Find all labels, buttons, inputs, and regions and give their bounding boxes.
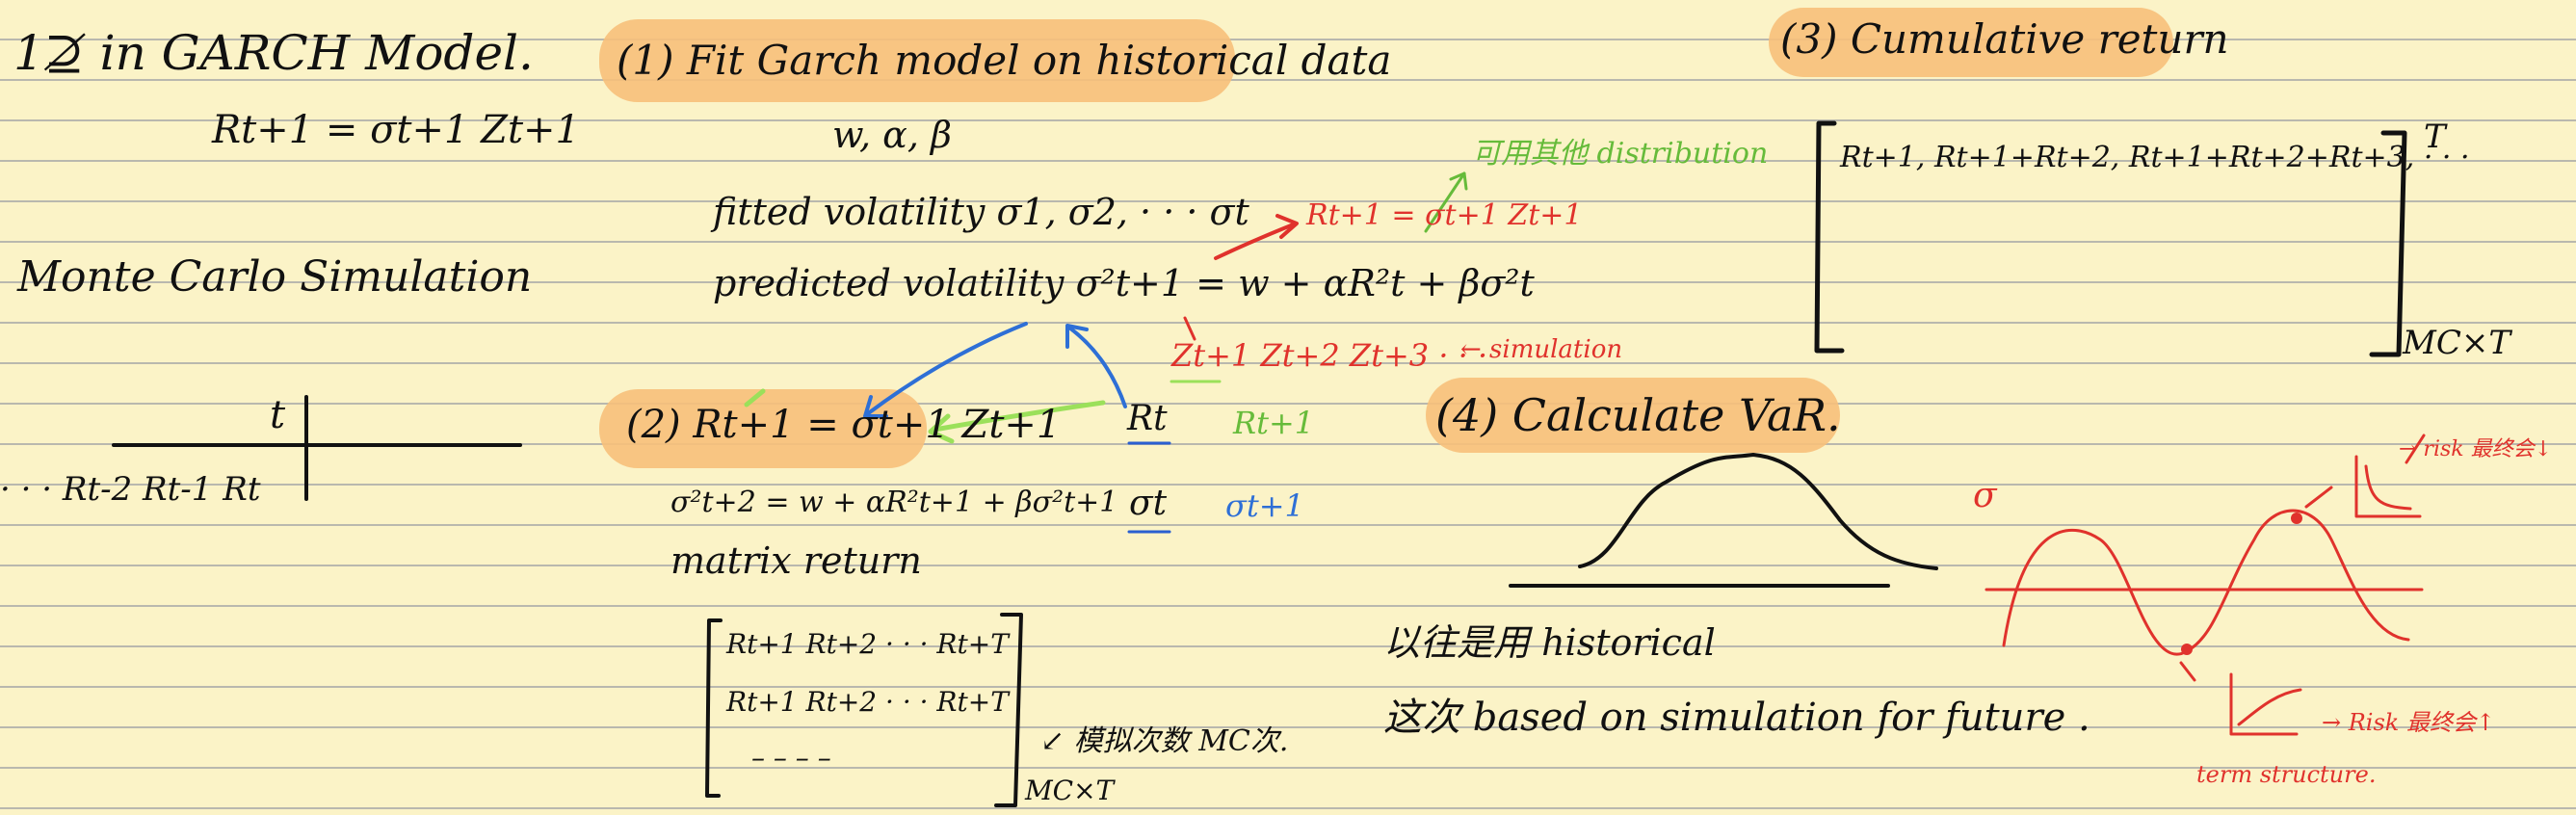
arrow-down-right xyxy=(2179,661,2196,682)
historical-note: 以往是用 historical xyxy=(1383,621,1716,664)
var-bell-curve xyxy=(1578,453,1938,570)
green-check xyxy=(1424,171,1466,233)
monte-carlo-label: Monte Carlo Simulation xyxy=(17,252,533,302)
green-arrow-head xyxy=(928,413,955,444)
green-arrow xyxy=(932,400,1106,433)
step3-highlight xyxy=(1769,8,2173,77)
blue-arrow-2 xyxy=(1067,326,1127,408)
page-title: 1⊉ in GARCH Model. xyxy=(13,25,534,81)
matrix-row-2: Rt+1 Rt+2 · · · Rt+T xyxy=(726,686,1009,718)
sigt1-label: σt+1 xyxy=(1225,487,1304,524)
step2-heading: (2) Rt+1 = σt+1 Zt+1 xyxy=(626,403,1062,447)
matrix-row-3: – – – – xyxy=(751,742,831,774)
green-mark xyxy=(744,388,766,408)
rt-label: Rt xyxy=(1127,399,1168,438)
cum-bracket-left xyxy=(1814,120,1845,354)
cum-bracket-right xyxy=(2369,130,2407,357)
simulation-note: ← simulation xyxy=(1460,335,1623,364)
garch-params: w, α, β xyxy=(832,114,952,156)
other-distribution-note: 可用其他 distribution xyxy=(1472,137,1769,171)
matrix-bracket-left xyxy=(705,618,723,798)
mini-axes-top xyxy=(2354,455,2422,518)
sigma-recursion: σ²t+2 = w + αR²t+1 + βσ²t+1 xyxy=(670,486,1118,519)
step4-highlight xyxy=(1426,378,1840,453)
sine-curve xyxy=(2002,509,2410,656)
matrix-dim-label: MC×T xyxy=(1025,775,1115,806)
step1-highlight xyxy=(599,19,1235,102)
step4-heading: (4) Calculate VaR. xyxy=(1435,389,1841,441)
sine-point-top xyxy=(2291,513,2302,524)
risk-down-note: → risk 最终会↓ xyxy=(2399,437,2553,461)
blue-arrow-1-head xyxy=(863,395,888,418)
cumulative-t-mark: T xyxy=(2424,118,2446,156)
step2-highlight xyxy=(599,389,927,468)
rt1-label: Rt+1 xyxy=(1233,405,1315,441)
sigt-label: σt xyxy=(1129,484,1168,523)
arrow-up-right xyxy=(2304,486,2333,509)
matrix-row-1: Rt+1 Rt+2 · · · Rt+T xyxy=(726,628,1009,660)
step1-heading: (1) Fit Garch model on historical data xyxy=(617,37,1392,84)
mini-axes-bottom xyxy=(2229,672,2299,736)
predicted-volatility: predicted volatility σ²t+1 = w + αR²t + … xyxy=(713,262,1535,304)
mini-curve-top xyxy=(2364,464,2412,511)
timeline-t-label: t xyxy=(270,393,286,437)
blue-arrow-1 xyxy=(865,322,1028,416)
timeline-labels: · · · Rt-2 Rt-1 Rt xyxy=(0,470,261,509)
matrix-bracket-right xyxy=(994,613,1023,807)
red-arrow-2 xyxy=(1183,316,1196,341)
blue-arrow-2-head xyxy=(1065,324,1089,349)
fitted-volatility: fitted volatility σ1, σ2, · · · σt xyxy=(713,191,1249,233)
red-arrow-1 xyxy=(1214,222,1298,260)
green-check-head xyxy=(1449,171,1468,191)
cumulative-dim: MC×T xyxy=(2403,324,2510,362)
red-arrow-1-head xyxy=(1275,214,1299,239)
mini-curve-bottom xyxy=(2237,688,2302,726)
term-structure-label: term structure. xyxy=(2196,761,2377,788)
cumulative-row: Rt+1, Rt+1+Rt+2, Rt+1+Rt+2+Rt+3, · · · xyxy=(1840,141,2470,174)
sigma-label: σ xyxy=(1973,476,1997,515)
step3-heading: (3) Cumulative return xyxy=(1780,15,2229,63)
matrix-return-label: matrix return xyxy=(670,539,922,582)
risk-down-arrow xyxy=(2405,434,2426,464)
risk-up-note: → Risk 最终会↑ xyxy=(2322,709,2496,736)
z-series: Zt+1 Zt+2 Zt+3 · · · xyxy=(1171,337,1488,374)
mc-times-note: ↙ 模拟次数 MC次. xyxy=(1040,724,1289,758)
simulation-future-note: 这次 based on simulation for future . xyxy=(1383,696,2090,740)
red-equation: Rt+1 = σt+1 Zt+1 xyxy=(1306,198,1583,232)
garch-equation: Rt+1 = σt+1 Zt+1 xyxy=(212,108,580,152)
sine-point-bottom xyxy=(2181,644,2193,655)
